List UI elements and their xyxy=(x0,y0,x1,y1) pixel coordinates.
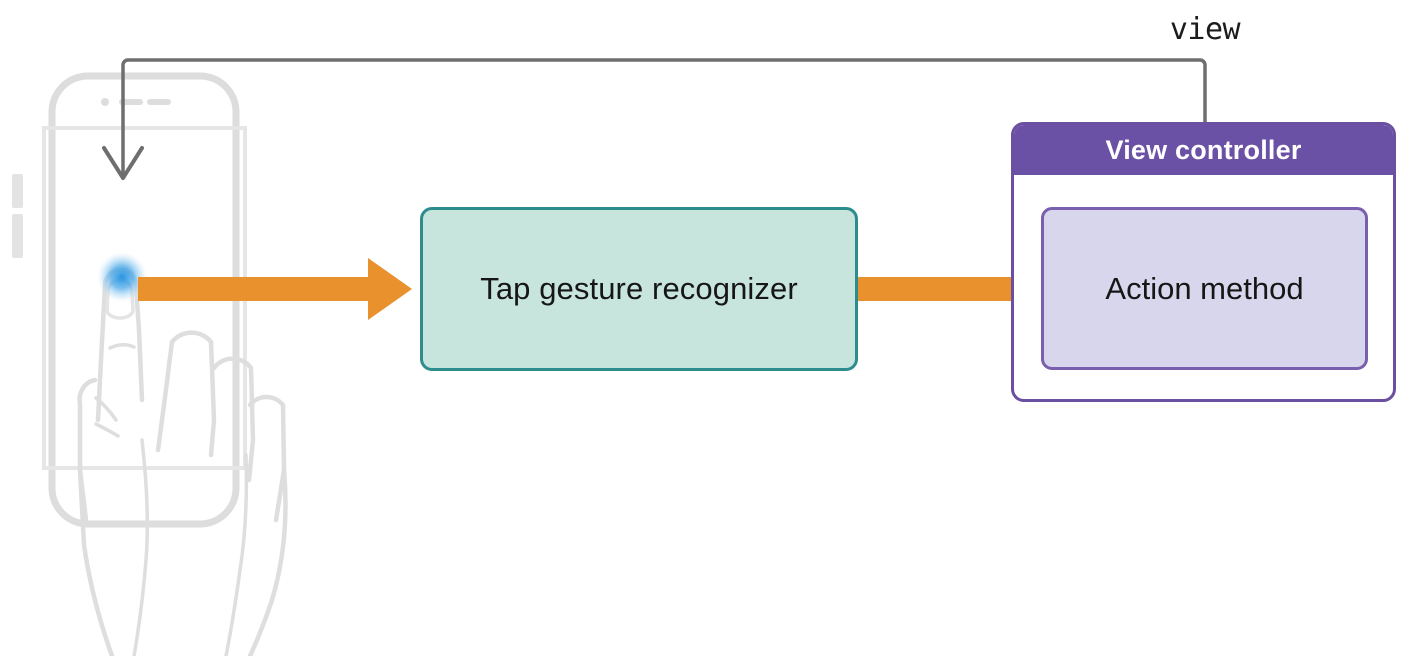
iphone-outline xyxy=(48,72,240,528)
action-method-box[interactable]: Action method xyxy=(1041,207,1368,370)
view-controller-header: View controller xyxy=(1014,125,1393,175)
view-controller-body: Action method xyxy=(1014,175,1393,399)
tap-gesture-recognizer-label: Tap gesture recognizer xyxy=(480,271,798,306)
iphone-camera-dot xyxy=(101,98,109,106)
iphone-side-buttons xyxy=(12,174,23,258)
view-controller-title: View controller xyxy=(1105,134,1302,165)
view-connector-label: view xyxy=(1169,12,1241,47)
action-method-label: Action method xyxy=(1105,270,1304,306)
iphone-screen xyxy=(42,126,247,470)
view-controller-card[interactable]: View controller Action method xyxy=(1011,122,1396,402)
tap-glow-icon xyxy=(97,252,147,302)
hand-outline xyxy=(77,267,288,656)
arrow-finger-to-gesture xyxy=(138,258,412,320)
tap-gesture-recognizer-box[interactable]: Tap gesture recognizer xyxy=(420,207,858,371)
